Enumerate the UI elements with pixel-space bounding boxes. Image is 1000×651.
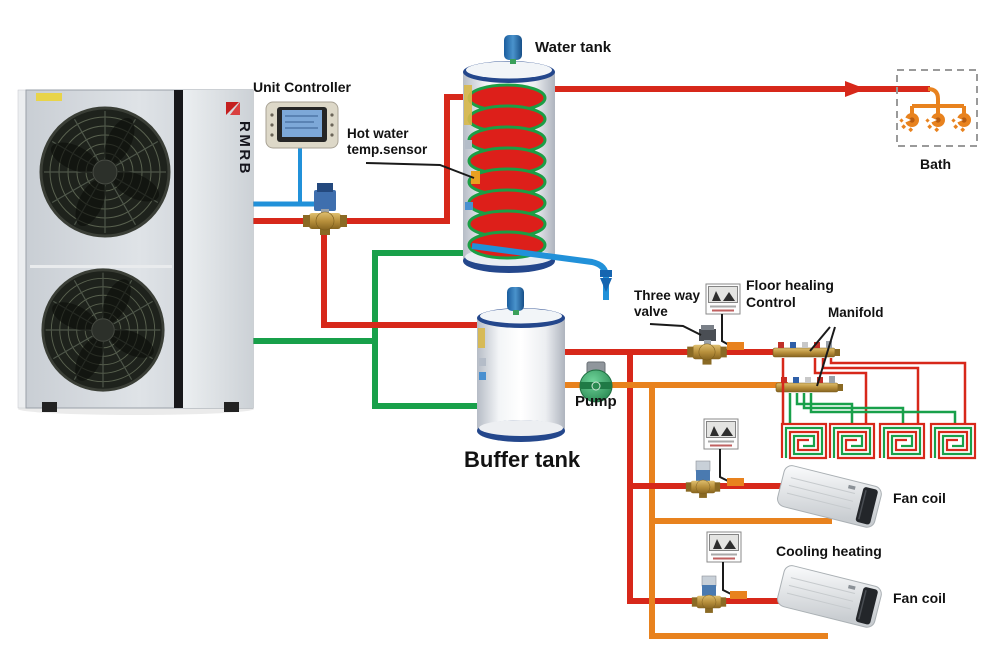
tank-sticker [464, 85, 472, 125]
unit-controller-device [265, 101, 339, 149]
tank-vent-cap [507, 287, 524, 315]
shower-icon [899, 106, 919, 133]
buffer-tank-device [477, 287, 565, 442]
three-way-valve-device [686, 325, 728, 365]
floor-heating-coil [828, 422, 876, 460]
pump-device [579, 361, 613, 403]
fan-icon [41, 268, 165, 392]
heating-coil [467, 83, 547, 260]
water-tank-label: Water tank [535, 39, 612, 56]
fan-coil-thermostat [706, 531, 747, 599]
fan-coil-label-top: Fan coil [893, 490, 946, 506]
foot [42, 402, 57, 412]
tank-vent-cap [504, 35, 522, 64]
fan-icon [39, 106, 171, 238]
cooling-heating-label: Cooling heating [776, 543, 882, 559]
zone-valve [685, 460, 721, 499]
fan-coil-unit [775, 563, 884, 630]
flow-arrow [845, 81, 866, 97]
foot [224, 402, 239, 412]
zone-valve [691, 575, 727, 614]
hot-water-sensor-label: Hot water temp.sensor [347, 126, 428, 157]
bath-label: Bath [920, 156, 952, 172]
green-pipes [250, 250, 482, 409]
brand-logo: RMRB [226, 102, 253, 176]
controller-screen [282, 110, 322, 137]
manifold-return [775, 375, 844, 393]
cold-blue-pipes [250, 148, 317, 207]
bath-zone [845, 69, 978, 147]
floor-heating-coil [878, 422, 926, 460]
shower-icon [951, 106, 971, 133]
label-pointer-lines [365, 162, 836, 387]
three-way-valve-label: Three way valve [634, 288, 701, 319]
fan-coil-label-bottom: Fan coil [893, 590, 946, 606]
floor-heating-control-label: Floor healing Control [746, 277, 834, 310]
svg-text:RMRB: RMRB [236, 121, 253, 176]
shower-icon [925, 106, 945, 133]
heat-pump-unit: RMRB [17, 89, 254, 415]
temp-sensor-port [471, 171, 480, 184]
tank-sticker [478, 328, 485, 348]
pump-label: Pump [575, 393, 617, 410]
manifold-label: Manifold [828, 305, 884, 320]
floor-heating-coil [780, 422, 828, 460]
motorized-valve [302, 183, 348, 236]
cold-water-outlet [471, 243, 612, 300]
water-tank-device [463, 35, 555, 273]
buffer-tank-label: Buffer tank [464, 447, 581, 472]
warning-sticker [36, 93, 62, 101]
unit-controller-label: Unit Controller [253, 79, 351, 95]
floor-heating-thermostat [705, 283, 744, 350]
fan-coil-thermostat [703, 418, 744, 486]
floor-heating-coil [929, 422, 977, 460]
